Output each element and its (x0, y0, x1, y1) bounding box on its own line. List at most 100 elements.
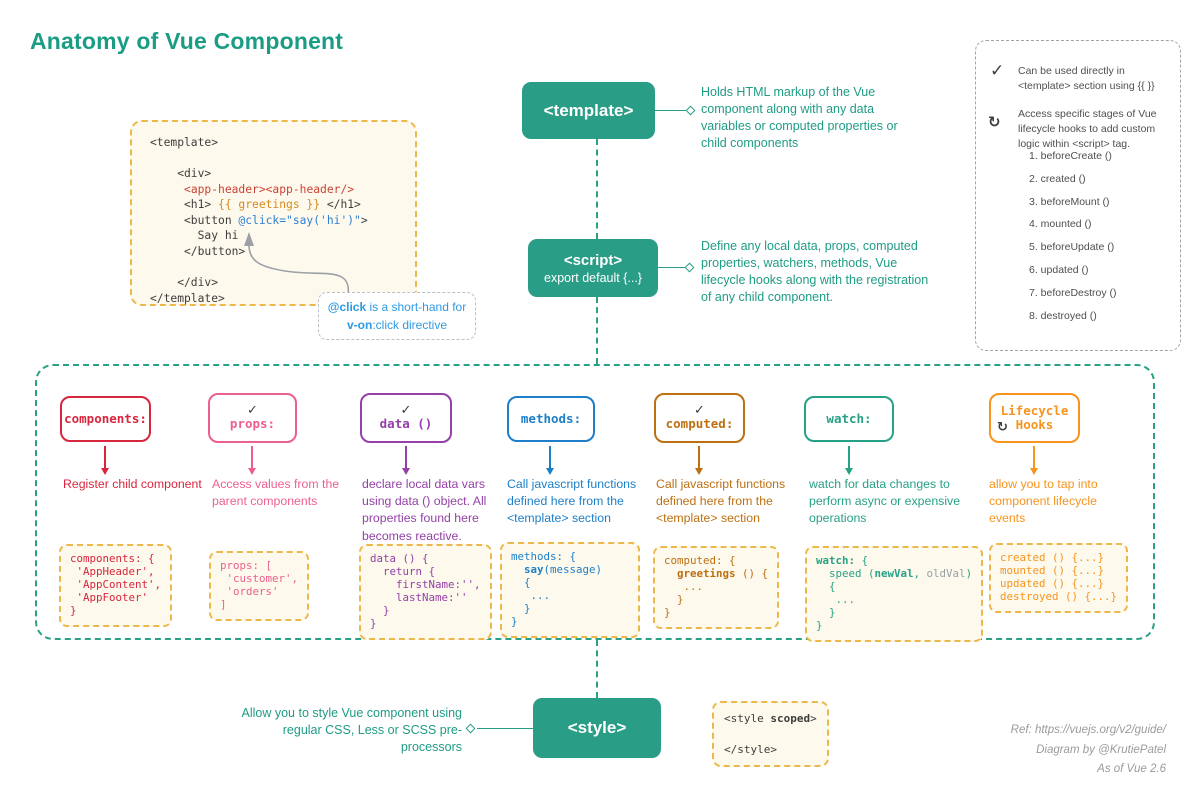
methods-box[interactable]: methods: (507, 396, 595, 442)
legend-lifecycle-text: Access specific stages of Vue lifecycle … (1018, 108, 1157, 151)
computed-description: Call javascript functions defined here f… (656, 477, 786, 526)
watch-token: watch: (816, 554, 856, 567)
lifecycle-hooks-label: Lifecycle Hooks (1000, 402, 1069, 432)
hook-item: 2. created () (1029, 172, 1086, 185)
computed-greetings-token: greetings (677, 566, 736, 580)
template-code-sample-box: <template> <div> <app-header><app-header… (130, 120, 417, 306)
legend-panel: ✓ Can be used directly in <template> sec… (975, 40, 1181, 351)
methods-label: methods: (520, 410, 582, 426)
style-description: Allow you to style Vue component using r… (241, 706, 463, 754)
hook-item: 7. beforeDestroy () (1029, 286, 1117, 299)
template-connector-line (655, 110, 688, 111)
lifecycle-hooks-list: 1. beforeCreate () 2. created () 3. befo… (1029, 150, 1117, 332)
arrow-head-icon (244, 232, 254, 246)
style-scoped-token: scoped (770, 712, 811, 725)
methods-description: Call javascript functions defined here f… (507, 477, 637, 526)
computed-label: computed: (665, 415, 734, 431)
template-section-box[interactable]: <template> (522, 82, 655, 139)
note-line2-rest: :click directive (372, 318, 447, 332)
note-click-token: @click (327, 300, 367, 314)
code-greetings: {{ greetings }} (218, 198, 321, 212)
watch-label: watch: (826, 410, 872, 426)
script-description: Define any local data, props, computed p… (701, 239, 929, 304)
script-options-container: components: Register child component com… (35, 364, 1155, 642)
props-box[interactable]: ✓ props: (208, 393, 297, 443)
note-line1-rest: is a short-hand for (366, 300, 467, 314)
computed-snippet-text: () { ... } } (664, 566, 769, 619)
watch-box[interactable]: watch: (804, 396, 894, 442)
attribution-version: As of Vue 2.6 (1097, 763, 1166, 776)
style-diamond-icon (465, 723, 476, 734)
methods-arrow-icon (546, 446, 554, 475)
components-box[interactable]: components: (60, 396, 151, 442)
data-label: data () (379, 415, 433, 431)
lifecycle-snippet-text: created () {...} mounted () {...} update… (1000, 551, 1118, 603)
watch-arrow-icon (845, 446, 853, 475)
hook-item: 3. beforeMount () (1029, 195, 1110, 208)
container-style-dashed-link (596, 640, 598, 698)
code-click-handler: @click="say('hi')" (238, 213, 361, 227)
script-section-box[interactable]: <script> export default {...} (528, 239, 658, 297)
watch-description: watch for data changes to perform async … (809, 477, 961, 526)
style-section-label: <style> (567, 718, 627, 737)
methods-snippet-text: methods: { (511, 550, 577, 563)
hook-item: 5. beforeUpdate () (1029, 241, 1115, 254)
watch-snippet-text: , (913, 566, 927, 580)
hook-item: 1. beforeCreate () (1029, 150, 1112, 162)
props-code-snippet: props: [ 'customer', 'orders' ] (209, 551, 310, 621)
props-snippet-text: props: [ 'customer', 'orders' ] (220, 559, 299, 611)
lifecycle-hooks-box[interactable]: ↻ Lifecycle Hooks (989, 393, 1080, 443)
props-label: props: (229, 415, 276, 431)
code-default-3: </h1> <button (184, 198, 361, 227)
methods-say-token: say (524, 562, 544, 576)
code-default-2: <h1> (184, 198, 212, 212)
hook-item: 6. updated () (1029, 263, 1089, 276)
template-diamond-icon (685, 105, 696, 116)
attribution-author: Diagram by @KrutiePatel (1036, 743, 1166, 756)
check-icon: ✓ (990, 61, 1005, 81)
note-text: @click is a short-hand for v-on:click dir… (328, 298, 466, 334)
attribution: Ref: https://vuejs.org/v2/guide/ Diagram… (1011, 721, 1166, 780)
hook-item: 4. mounted () (1029, 218, 1092, 231)
computed-box[interactable]: ✓ computed: (654, 393, 745, 443)
lifecycle-arrow-icon (1030, 446, 1038, 475)
lifecycle-description: allow you to tap into component lifecycl… (989, 477, 1098, 526)
components-snippet-text: components: { 'AppHeader', 'AppContent',… (70, 552, 162, 617)
script-diamond-icon (684, 262, 695, 273)
watch-code-snippet: watch: { speed (newVal, oldVal) { ... } … (805, 546, 984, 642)
check-icon: ✓ (247, 402, 258, 418)
click-shorthand-note: @click is a short-hand for v-on:click dir… (318, 292, 476, 340)
computed-snippet-text: computed: { (664, 554, 736, 567)
style-section-box[interactable]: <style> (533, 698, 661, 758)
script-export-default-label: export default {...} (544, 270, 642, 285)
note-curved-arrow (244, 232, 349, 296)
components-arrow-icon (101, 446, 109, 475)
props-arrow-icon (248, 446, 256, 475)
template-code-block: <template> <div> <app-header><app-header… (150, 135, 368, 306)
template-section-label: <template> (543, 100, 634, 120)
computed-code-snippet: computed: { greetings () { ... } } (653, 546, 780, 629)
script-section-label: <script> (563, 251, 623, 269)
style-connector-line (477, 728, 533, 729)
style-code-snippet: <style scoped> </style> (712, 701, 829, 768)
data-description: declare local data vars using data () ob… (362, 477, 487, 543)
components-code-snippet: components: { 'AppHeader', 'AppContent',… (59, 544, 173, 627)
script-container-dashed-link (596, 297, 598, 364)
data-box[interactable]: ✓ data () (360, 393, 452, 443)
data-code-snippet: data () { return { firstName:'', lastNam… (359, 544, 492, 640)
hook-item: 8. destroyed () (1029, 309, 1097, 322)
props-description: Access values from the parent components (212, 477, 340, 509)
code-default-4: > Say hi </button> </div> </template> (150, 213, 368, 305)
code-default-1: <template> <div> (150, 136, 219, 181)
check-icon: ✓ (694, 402, 705, 418)
refresh-icon: ↻ (988, 113, 1001, 131)
attribution-ref: Ref: https://vuejs.org/v2/guide/ (1010, 724, 1166, 736)
components-label: components: (64, 410, 147, 426)
code-app-header: <app-header><app-header/> (184, 182, 355, 196)
data-snippet-text: data () { return { firstName:'', lastNam… (370, 552, 481, 630)
note-von-token: v-on (346, 318, 373, 332)
methods-snippet-text: (message) { ... } } (511, 562, 603, 628)
components-description: Register child component (63, 477, 202, 491)
legend-check-text: Can be used directly in <template> secti… (1018, 65, 1155, 93)
script-connector-line (658, 267, 687, 268)
